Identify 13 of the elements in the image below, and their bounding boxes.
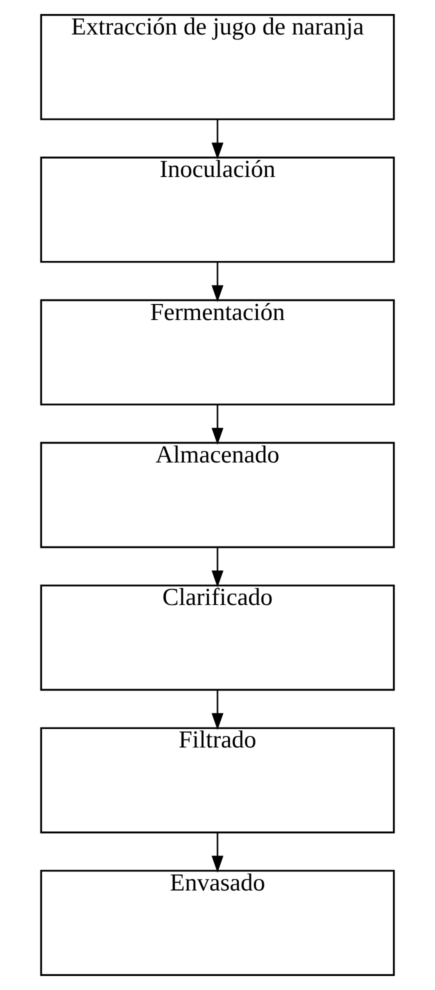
arrow [212,547,224,588]
node-box: Almacenado [40,442,395,548]
node-box: Fermentación [40,299,395,406]
node-box: Filtrado [40,727,395,834]
arrow [212,262,224,302]
arrow [212,690,224,730]
node-box: Clarificado [40,584,395,691]
arrow [212,404,224,445]
node-box: Extracción de jugo de naranja [40,14,395,120]
arrow [212,119,224,160]
node-box: Inoculación [40,156,395,263]
arrow [212,832,224,873]
node-box: Envasado [40,870,395,976]
